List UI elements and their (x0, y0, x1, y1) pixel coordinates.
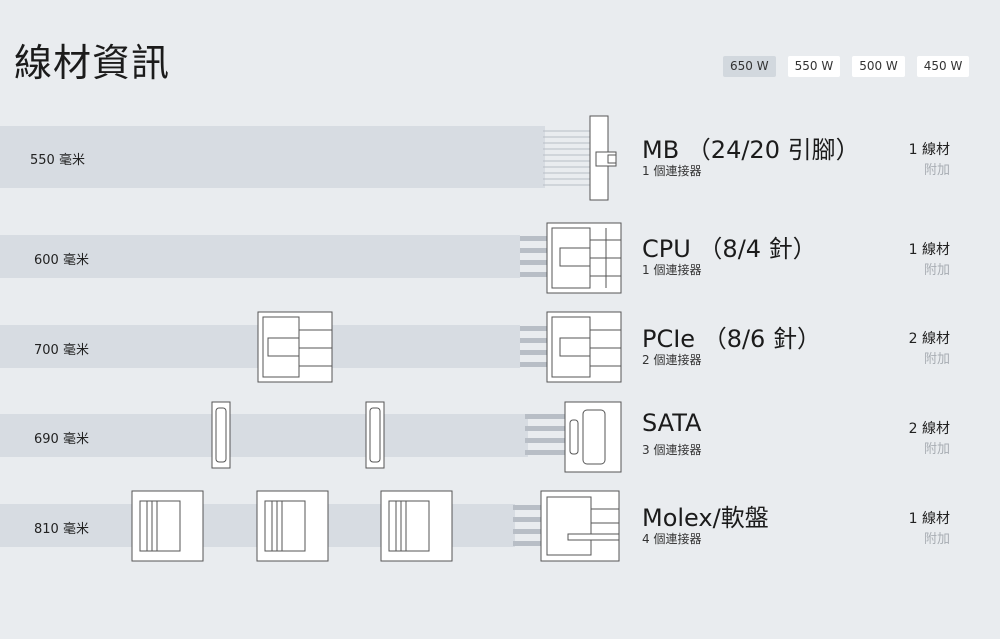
cpu-length-label: 600 毫米 (34, 253, 89, 268)
pcie-connector-count: 2 個連接器 (642, 353, 702, 367)
mb-connector-icon (543, 115, 617, 201)
mb-length-label: 550 毫米 (30, 153, 85, 168)
pcie-cable-count: 2 線材 (908, 331, 950, 347)
tab-500w[interactable]: 500 W (852, 56, 905, 77)
page-title: 線材資訊 (14, 41, 171, 85)
sata-cable-count: 2 線材 (908, 421, 950, 437)
cpu-connector-name: CPU （8/4 針） (642, 235, 817, 263)
molex-length-label: 810 毫米 (34, 522, 89, 537)
cpu-extra-link[interactable]: 附加 (923, 263, 950, 278)
pcie-inline-connector-icon (257, 311, 333, 383)
mb-connector-count: 1 個連接器 (642, 164, 702, 178)
pcie-connector-icon (520, 311, 622, 383)
mb-connector-name: MB （24/20 引腳） (642, 136, 860, 164)
sata-connector-icon (525, 401, 622, 473)
wattage-tabs: 650 W 550 W 500 W 450 W (723, 56, 970, 77)
molex-cable-count: 1 線材 (908, 511, 950, 527)
cpu-connector-icon (520, 222, 622, 294)
cpu-cable-count: 1 線材 (908, 242, 950, 258)
tab-450w[interactable]: 450 W (916, 56, 970, 77)
tab-550w[interactable]: 550 W (787, 56, 841, 77)
sata-cable-band (0, 414, 528, 457)
mb-extra-link[interactable]: 附加 (923, 163, 950, 178)
pcie-length-label: 700 毫米 (34, 343, 89, 358)
sata-connector-count: 3 個連接器 (642, 443, 702, 457)
cpu-connector-count: 1 個連接器 (642, 263, 702, 277)
sata-extra-link[interactable]: 附加 (923, 442, 950, 457)
pcie-connector-name: PCIe （8/6 針） (642, 325, 821, 353)
molex-connector-name: Molex/軟盤 (642, 504, 769, 532)
pcie-extra-link[interactable]: 附加 (923, 352, 950, 367)
mb-cable-band (0, 126, 545, 188)
molex-extra-link[interactable]: 附加 (923, 532, 950, 547)
molex-connector-icon (513, 490, 620, 562)
cpu-cable-band (0, 235, 520, 278)
mb-cable-count: 1 線材 (908, 142, 950, 158)
sata-connector-name: SATA (642, 409, 702, 437)
sata-inline-connector-icon (211, 401, 385, 469)
sata-length-label: 690 毫米 (34, 432, 89, 447)
molex-connector-count: 4 個連接器 (642, 532, 702, 546)
molex-inline-connector-icon (131, 490, 453, 562)
tab-650w[interactable]: 650 W (723, 56, 776, 77)
